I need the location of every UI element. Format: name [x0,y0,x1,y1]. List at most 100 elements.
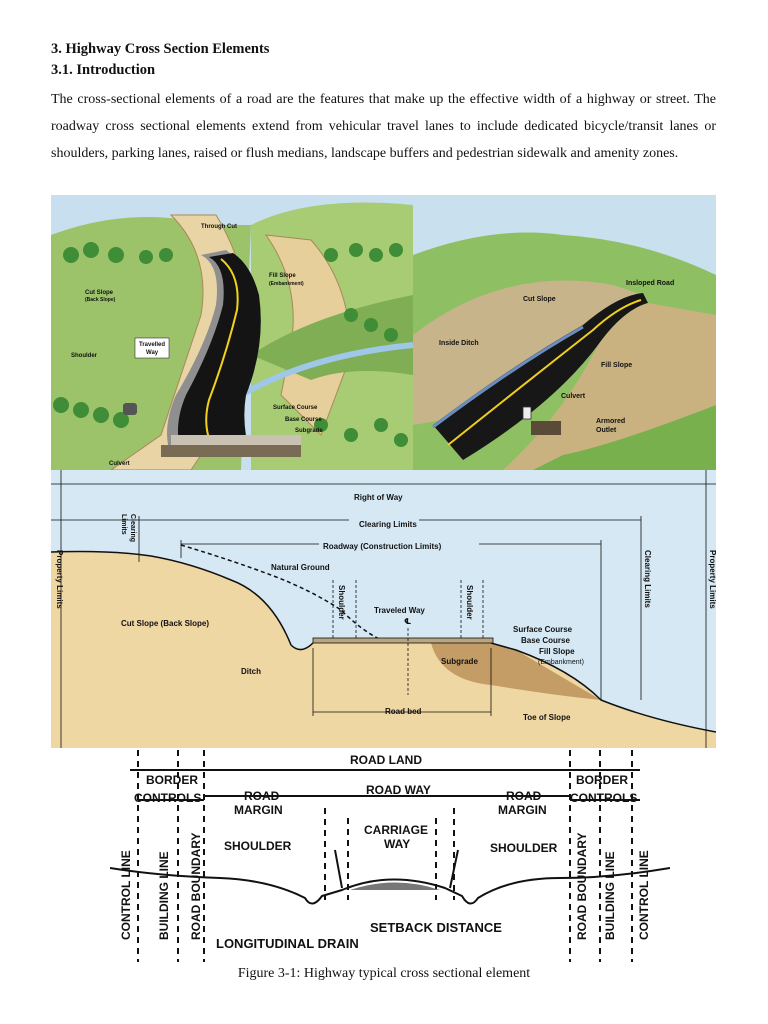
subgrade-layer [161,445,301,457]
label-building-line-left: BUILDING LINE [157,851,171,940]
label-road-boundary-left: ROAD BOUNDARY [189,832,203,940]
clearing-limit-lines [138,516,642,700]
label-embankment: (Embankment) [538,659,584,666]
label-longitudinal-drain: LONGITUDINAL DRAIN [216,936,359,951]
road-cut-illustration: Through Cut Fill Slope (Embankment) Cut … [51,195,413,470]
cross-section-diagram: Right of Way Clearing Limits Roadway (Co… [51,470,716,748]
label-shoulder-right: Shoulder [465,585,474,620]
label-shoulder-right: SHOULDER [490,841,558,855]
lower-meadow [533,405,716,470]
label-border-controls-l-2: CONTROLS [134,791,201,805]
embankment-fill [431,643,601,700]
travelled-way-box [134,337,170,359]
intro-paragraph: The cross-sectional elements of a road a… [51,92,716,161]
section-heading: 3. Highway Cross Section Elements [51,41,270,57]
label-ditch: Ditch [241,667,261,676]
carriage-limit-lines [324,808,455,900]
label-road-margin-l-2: MARGIN [234,803,283,817]
label-shoulder-left: Shoulder [337,585,346,620]
label-natural-ground: Natural Ground [271,563,330,572]
figure-caption: Figure 3-1: Highway typical cross sectio… [237,966,531,981]
road-land-sketch: ROAD LAND BORDER CONTROLS BORDER CONTROL… [110,750,670,962]
label-centerline: ℄ [404,617,411,626]
label-fill-slope: Fill Slope [601,362,632,369]
base-course-layer [171,435,301,445]
label-property-limits-right: Property Limits [708,550,716,609]
label-control-line-right: CONTROL LINE [637,850,651,940]
centerline-stripe [205,258,239,454]
label-clearing-limits-left-2: Limits [120,514,127,535]
label-cut-slope: Cut Slope (Back Slope) [121,619,209,628]
label-carriage-1: CARRIAGE [364,823,428,837]
label-cut-slope: Cut Slope [85,290,114,296]
road-stripe [447,299,642,446]
label-road-margin-r-2: MARGIN [498,803,547,817]
subsection-heading: 3.1. Introduction [51,62,156,78]
property-limit-lines [60,470,707,748]
label-armored-2: Outlet [596,427,617,434]
label-road-margin-l-1: ROAD [244,789,280,803]
label-control-line-left: CONTROL LINE [119,850,133,940]
label-subgrade: Subgrade [295,428,323,434]
label-armored-1: Armored [596,418,625,425]
label-subgrade: Subgrade [441,657,478,666]
ground-fill [51,551,716,748]
ground-line-left [51,550,314,651]
label-fill-slope: Fill Slope [539,647,575,656]
label-border-controls-l-1: BORDER [146,773,198,787]
dimension-lines [130,769,640,801]
label-shoulder-left: SHOULDER [224,839,292,853]
surface-course-layer [312,637,494,644]
stream [239,342,413,398]
label-through-cut: Through Cut [201,224,237,230]
culvert-pipe [123,403,137,415]
culvert-inlet [522,406,532,420]
natural-ground-line [180,544,382,641]
label-clearing-limits-left-1: Clearing [129,514,136,542]
label-base-course: Base Course [521,636,570,645]
label-bg [349,518,419,528]
label-travelled-way-2: Way [146,350,159,356]
label-bg [337,491,407,501]
label-right-of-way: Right of Way [354,493,403,502]
label-cut-slope-sub: (Back Slope) [85,297,116,303]
label-traveled-way: Traveled Way [374,606,425,615]
label-border-controls-r-2: CONTROLS [570,791,637,805]
label-culvert: Culvert [109,461,130,467]
label-travelled-way-1: Travelled [139,342,165,348]
label-setback-distance: SETBACK DISTANCE [370,920,502,935]
label-toe-of-slope: Toe of Slope [523,713,571,722]
insloped-road-illustration: Insloped Road Cut Slope Inside Ditch Fil… [413,195,716,470]
label-surface-course: Surface Course [273,405,318,411]
roadbed-lines [312,648,492,716]
label-road-land: ROAD LAND [350,753,422,767]
label-fill-slope: Fill Slope [269,273,296,279]
label-clearing-limits-right: Clearing Limits [643,550,652,608]
label-road-bed: Road bed [385,707,422,716]
label-shoulder: Shoulder [71,353,98,359]
label-clearing-limits: Clearing Limits [359,520,417,529]
label-inside-ditch: Inside Ditch [439,340,479,347]
insloped-road [433,293,648,460]
label-road-way: ROAD WAY [366,783,431,797]
label-insloped-road: Insloped Road [626,280,674,287]
roadway-limit-lines [180,540,602,700]
label-carriage-2: WAY [384,837,410,851]
label-bg [319,540,479,550]
carriageway-hatch [350,882,440,890]
label-surface-course: Surface Course [513,625,573,634]
ground-profile [110,867,670,905]
label-road-margin-r-1: ROAD [506,789,542,803]
label-border-controls-r-1: BORDER [576,773,628,787]
shoulder-arrows [334,849,459,889]
label-building-line-right: BUILDING LINE [603,851,617,940]
label-base-course: Base Course [285,417,322,423]
trees [53,242,408,447]
travelled-way [177,253,261,457]
inside-ditch-line [432,325,584,429]
cut-slope-face [413,280,643,425]
label-road-boundary-right: ROAD BOUNDARY [575,832,589,940]
label-culvert: Culvert [561,393,586,400]
label-property-limits-left: Property Limits [55,550,64,609]
label-roadway: Roadway (Construction Limits) [323,542,442,551]
